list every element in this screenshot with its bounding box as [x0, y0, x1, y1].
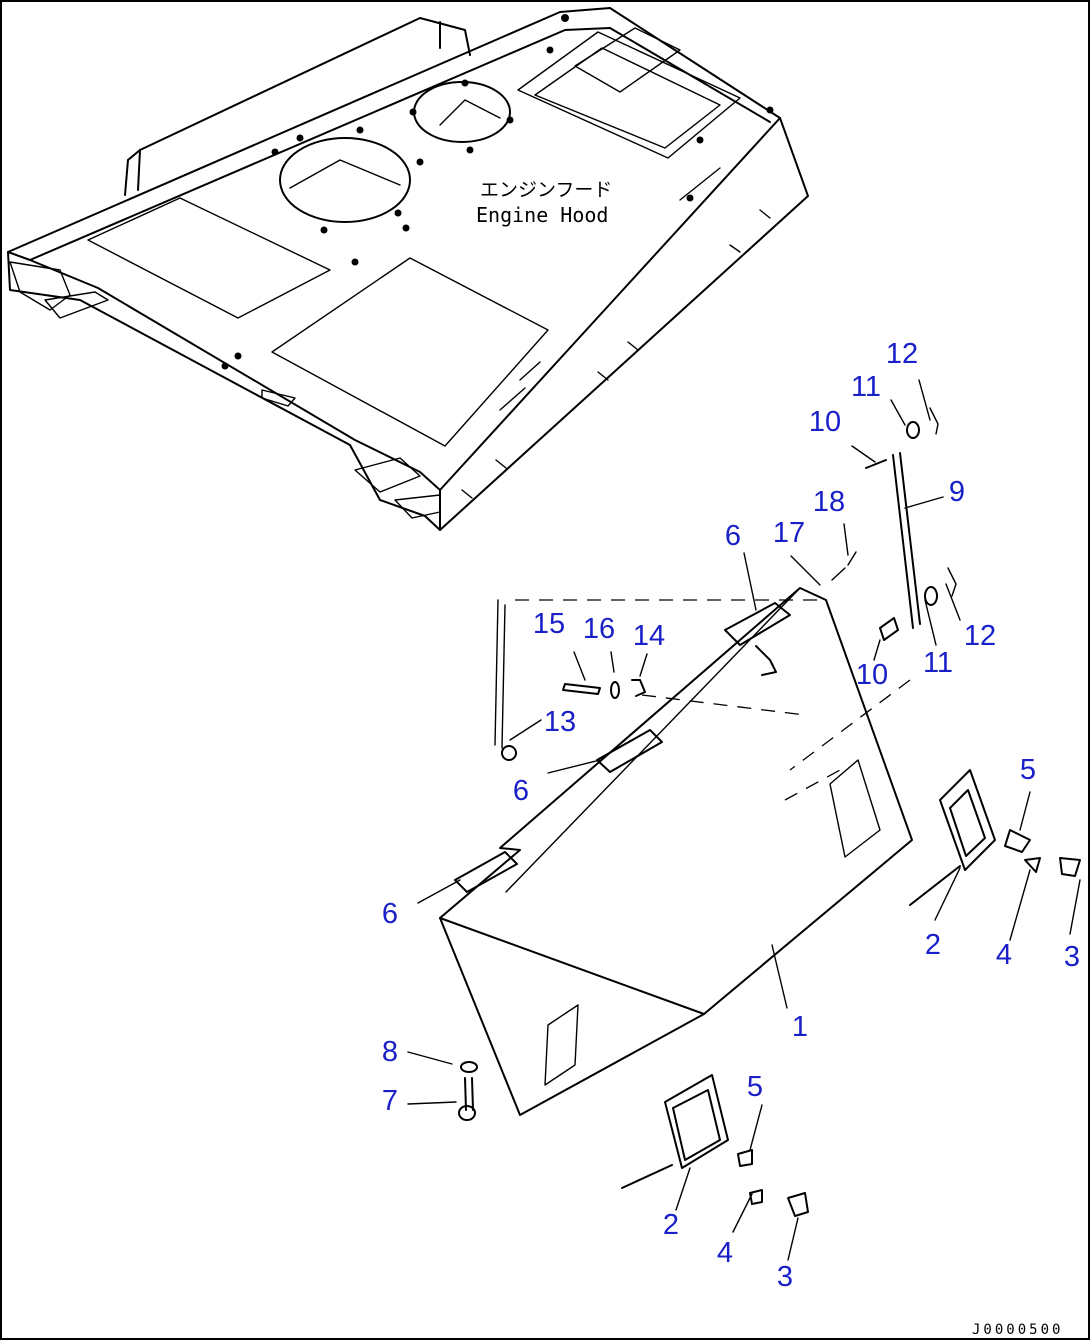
callout-7: 7	[382, 1085, 398, 1117]
callout-6-top: 6	[725, 520, 741, 552]
callout-1: 1	[792, 1011, 808, 1043]
callout-11-upper: 11	[851, 371, 881, 403]
engine-hood-label-jp: エンジンフード	[480, 179, 612, 201]
callout-10-lower: 10	[856, 659, 888, 691]
callout-14: 14	[633, 620, 665, 652]
callout-5-lower: 5	[747, 1071, 763, 1103]
callout-2-upper: 2	[925, 929, 941, 961]
callout-10-upper: 10	[809, 406, 841, 438]
callout-18: 18	[813, 486, 845, 518]
callout-5-upper: 5	[1020, 754, 1036, 786]
callout-17: 17	[773, 517, 805, 549]
drawing-code: J0000500	[972, 1322, 1063, 1338]
side-cover-assembly	[439, 407, 1081, 1217]
leader-lines	[407, 379, 1081, 1261]
callout-3-upper: 3	[1064, 941, 1080, 973]
callout-2-lower: 2	[663, 1209, 679, 1241]
callout-4-lower: 4	[717, 1237, 733, 1269]
callout-12-lower: 12	[964, 620, 996, 652]
callout-6-middle: 6	[513, 775, 529, 807]
callout-9: 9	[949, 476, 965, 508]
engine-hood: エンジンフード Engine Hood	[7, 7, 809, 531]
callout-4-upper: 4	[996, 939, 1012, 971]
callout-8: 8	[382, 1036, 398, 1068]
callout-6-bottom: 6	[382, 898, 398, 930]
callout-12-upper: 12	[886, 338, 918, 370]
callout-3-lower: 3	[777, 1261, 793, 1293]
callout-15: 15	[533, 608, 565, 640]
engine-hood-label-en: Engine Hood	[476, 203, 608, 227]
callout-labels: 12 11 10 9 18 6 17 15 16 14 12 11 10 13 …	[382, 338, 1080, 1293]
callout-11-lower: 11	[923, 647, 953, 679]
callout-13: 13	[544, 706, 576, 738]
callout-16: 16	[583, 613, 615, 645]
